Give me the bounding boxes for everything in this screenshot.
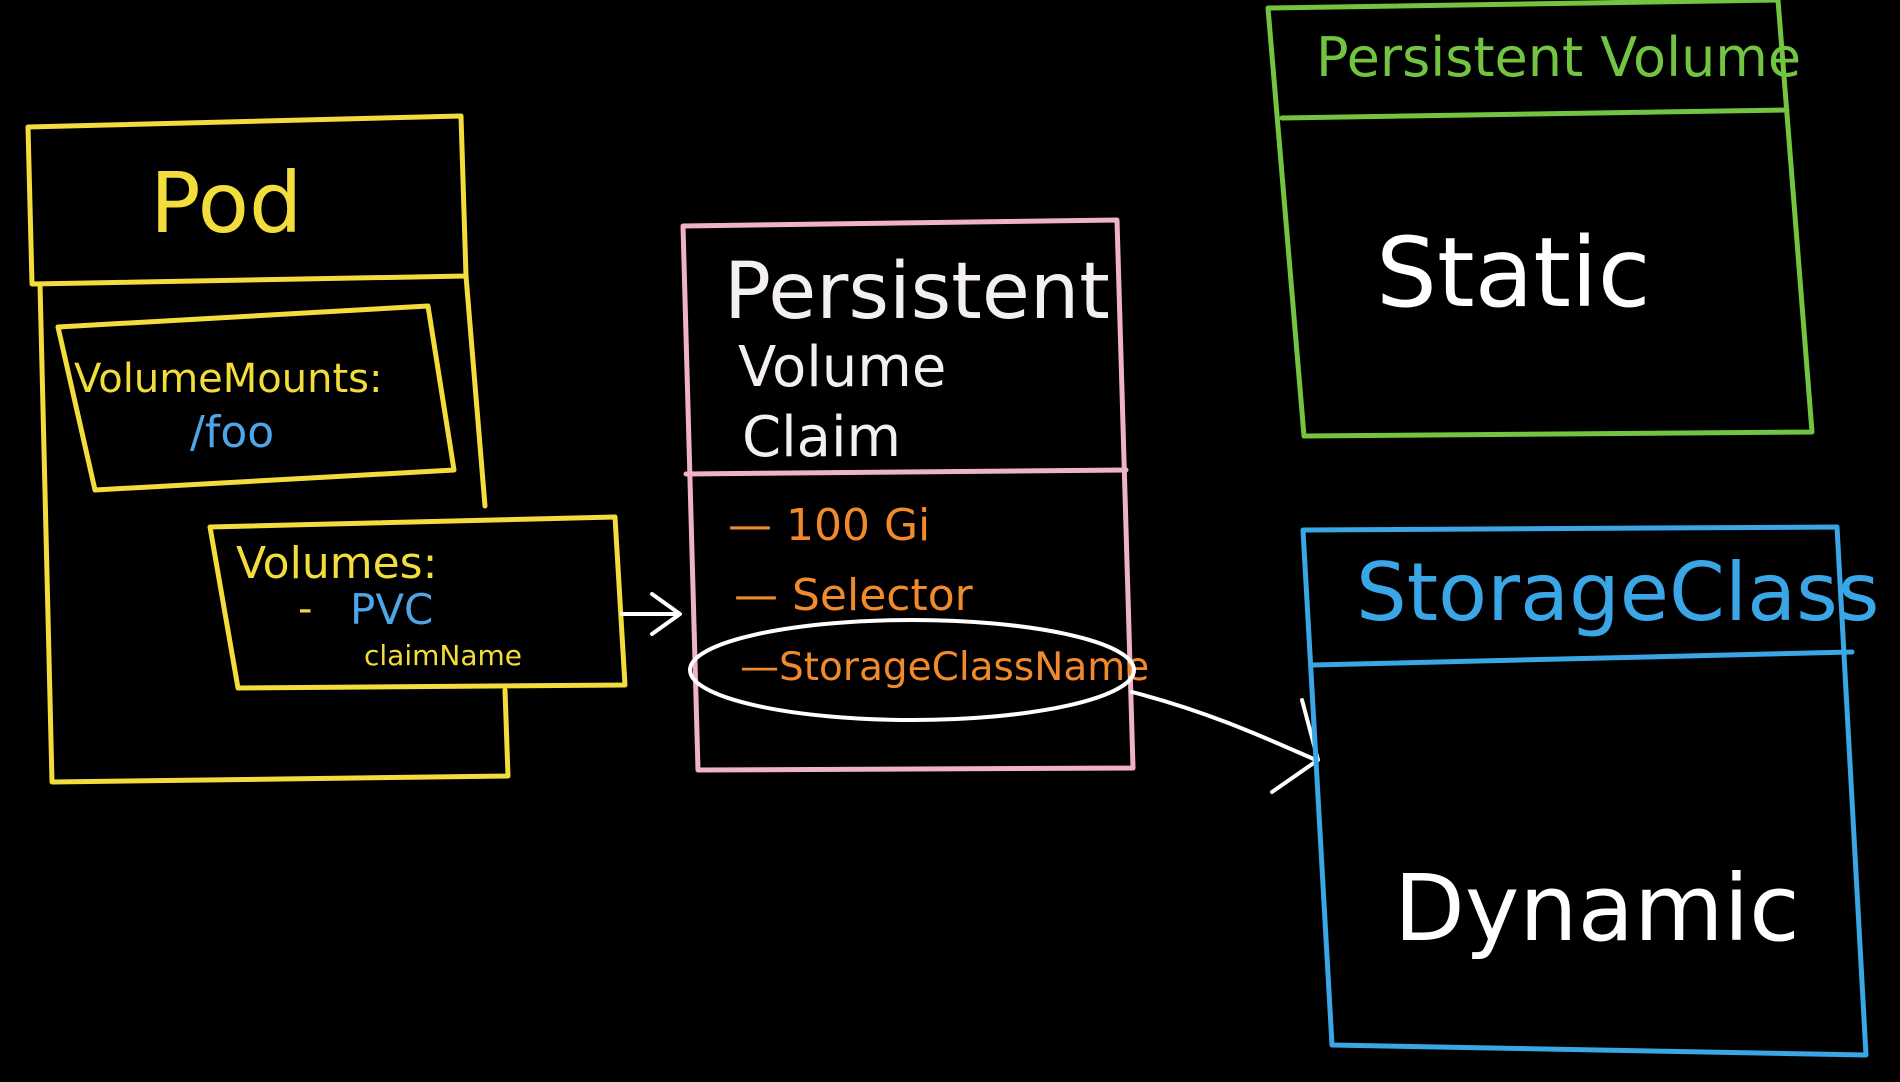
pvc-box [680,217,1136,773]
storage-class-name-circle [688,618,1136,722]
volume-mounts-path: /foo [190,407,274,458]
volume-mounts-label: VolumeMounts: [74,356,382,402]
arrow-pod-to-pvc [620,592,682,636]
pod-body-frame [37,281,511,785]
pvc-item-storage: — 100 Gi [728,500,930,551]
pod-body-right-edge [463,273,488,509]
storage-class-divider [1310,649,1855,668]
volume-mounts-box [55,303,457,493]
pod-group: Pod VolumeMounts: /foo Volumes: - PVC cl… [25,113,628,785]
pvc-item-selector: — Selector [734,570,974,621]
storage-class-group: StorageClass Dynamic [1300,524,1879,1058]
arrow-pvc-to-storageclass [1130,690,1320,794]
pvc-title-line-3: Claim [742,405,901,470]
pvc-divider [683,467,1129,477]
pvc-title-line-1: Persistent [724,247,1110,337]
volumes-dash: - [298,586,312,632]
volumes-pvc: PVC [350,585,433,634]
pod-title: Pod [150,154,302,252]
pv-divider [1279,107,1790,121]
pvc-group: Persistent Volume Claim — 100 Gi — Selec… [680,217,1149,773]
pvc-title-line-2: Volume [738,335,946,400]
storage-class-title: StorageClass [1356,546,1879,639]
volumes-label: Volumes: [236,538,437,589]
volumes-box [207,514,628,691]
pv-title: Persistent Volume [1316,26,1801,89]
storage-class-body: Dynamic [1394,855,1800,962]
pvc-item-storage-class-name: —StorageClassName [740,645,1149,690]
storage-class-box [1300,524,1869,1058]
pv-box [1265,0,1815,439]
pv-body: Static [1376,217,1651,329]
pv-group: Persistent Volume Static [1265,0,1815,439]
volumes-claim-name: claimName [364,639,522,672]
